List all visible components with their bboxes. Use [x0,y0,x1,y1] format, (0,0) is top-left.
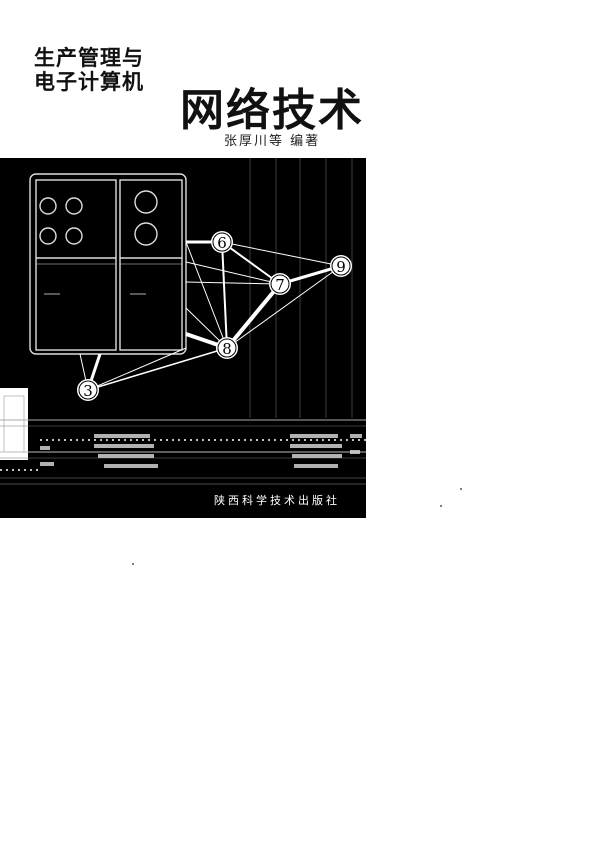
publisher: 陕西科学技术出版社 [214,494,340,507]
scan-speck [440,505,442,507]
network-node-8: 8 [216,337,238,359]
node-label-6: 6 [217,234,227,252]
node-label-7: 7 [275,276,285,294]
library-sticker [0,388,28,460]
network-node-9: 9 [330,255,352,277]
network-node-3: 3 [77,379,99,401]
node-label-3: 3 [83,382,93,400]
background-lines [249,158,353,418]
node-label-9: 9 [336,258,346,276]
network-node-6: 6 [211,231,233,253]
network-edges [79,240,342,391]
series-title: 生产管理与 电子计算机 [34,46,144,94]
node-label-8: 8 [222,340,232,358]
dot-matrix-band [0,419,366,479]
network-nodes: 6 7 9 8 3 [77,231,352,401]
series-title-line2: 电子计算机 [34,70,144,94]
authors: 张厚川等 编著 [224,134,321,149]
computer-cabinet [29,173,187,355]
series-title-line1: 生产管理与 [34,46,144,70]
network-node-7: 7 [269,273,291,295]
book-title: 网络技术 [180,85,364,136]
scan-speck [460,488,462,490]
scan-speck [132,563,134,565]
network-illustration: 6 7 9 8 3 [0,158,366,485]
cover-illustration: 6 7 9 8 3 [0,158,366,518]
